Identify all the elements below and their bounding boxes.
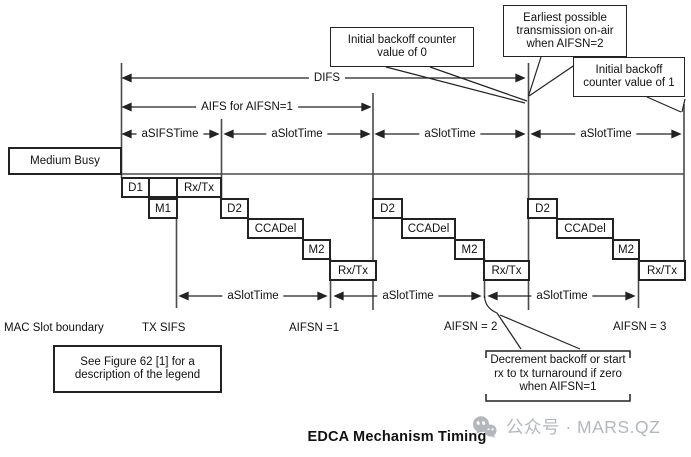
decrement-hook-curve bbox=[483, 295, 498, 314]
difs-arrow-label: DIFS bbox=[308, 72, 346, 84]
tx-sifs-label: TX SIFS bbox=[142, 322, 186, 334]
block-label: D2 bbox=[380, 202, 395, 215]
aslottime-top3-label: aSlotTime bbox=[575, 128, 637, 140]
wechat-official-account-icon bbox=[473, 415, 497, 438]
block-empty-cell bbox=[148, 177, 178, 198]
block-label: CCADel bbox=[407, 222, 450, 235]
callout-initial-backoff-0: Initial backoff counter value of 0 bbox=[330, 27, 474, 67]
watermark: 公众号 · MARS.QZ bbox=[472, 414, 660, 439]
see-figure-note-box: See Figure 62 [1] for a description of t… bbox=[53, 345, 222, 393]
aifsn-1-label: AIFSN =1 bbox=[289, 322, 340, 334]
block-label: CCADel bbox=[254, 222, 297, 235]
aslottime-top1-label: aSlotTime bbox=[266, 128, 328, 140]
block-label: CCADel bbox=[564, 222, 606, 235]
asifstime-arrow-label: aSIFSTime bbox=[136, 128, 204, 140]
block-d2-slot3: D2 bbox=[527, 198, 558, 219]
block-rxtx-slot1: Rx/Tx bbox=[329, 260, 377, 281]
aifsn-2-label: AIFSN = 2 bbox=[444, 321, 498, 333]
block-label: M2 bbox=[308, 243, 325, 256]
figure-title: EDCA Mechanism Timing bbox=[307, 429, 487, 445]
block-label: M1 bbox=[155, 202, 171, 215]
block-d2-slot2: D2 bbox=[372, 198, 403, 219]
block-m2-slot3: M2 bbox=[612, 239, 640, 260]
medium-busy-label: Medium Busy bbox=[30, 155, 100, 167]
block-ccadel-slot2: CCADel bbox=[401, 218, 456, 239]
aifs-arrow-label: AIFS for AIFSN=1 bbox=[196, 101, 298, 113]
block-label: Rx/Tx bbox=[491, 264, 522, 277]
decrement-backoff-note: Decrement backoff or start rx to tx turn… bbox=[490, 354, 626, 393]
block-label: D2 bbox=[227, 202, 242, 215]
watermark-text: 公众号 · MARS.QZ bbox=[506, 417, 661, 437]
medium-busy-box: Medium Busy bbox=[8, 147, 122, 175]
block-m2-slot2: M2 bbox=[454, 239, 485, 260]
aslottime-bottom2-label: aSlotTime bbox=[377, 290, 439, 302]
block-rxtx-top: Rx/Tx bbox=[176, 177, 222, 198]
block-label: D1 bbox=[128, 181, 143, 194]
block-d1: D1 bbox=[121, 177, 150, 198]
block-label: Rx/Tx bbox=[183, 181, 215, 194]
decrement-note-brackets bbox=[485, 350, 631, 402]
aslottime-bottom1-label: aSlotTime bbox=[222, 290, 284, 302]
block-d2-slot1: D2 bbox=[220, 198, 249, 219]
callout-earliest-possible-transmission: Earliest possible transmission on-air wh… bbox=[503, 5, 627, 57]
block-label: M2 bbox=[618, 243, 634, 256]
block-label: Rx/Tx bbox=[646, 264, 678, 277]
mac-slot-boundary-label: MAC Slot boundary bbox=[4, 322, 104, 334]
block-label: Rx/Tx bbox=[337, 264, 369, 277]
block-rxtx-slot3: Rx/Tx bbox=[638, 260, 686, 281]
block-label: M2 bbox=[461, 243, 478, 256]
block-ccadel-slot3: CCADel bbox=[556, 218, 614, 239]
callout-initial-backoff-1: Initial backoff counter value of 1 bbox=[573, 57, 685, 97]
aifsn-3-label: AIFSN = 3 bbox=[613, 321, 667, 333]
aslottime-top2-label: aSlotTime bbox=[419, 128, 481, 140]
block-m2-slot1: M2 bbox=[302, 239, 331, 260]
block-label: D2 bbox=[535, 202, 550, 215]
block-ccadel-slot1: CCADel bbox=[247, 218, 304, 239]
block-m1: M1 bbox=[148, 198, 178, 219]
block-rxtx-slot2: Rx/Tx bbox=[483, 260, 530, 281]
aslottime-bottom3-label: aSlotTime bbox=[531, 290, 593, 302]
